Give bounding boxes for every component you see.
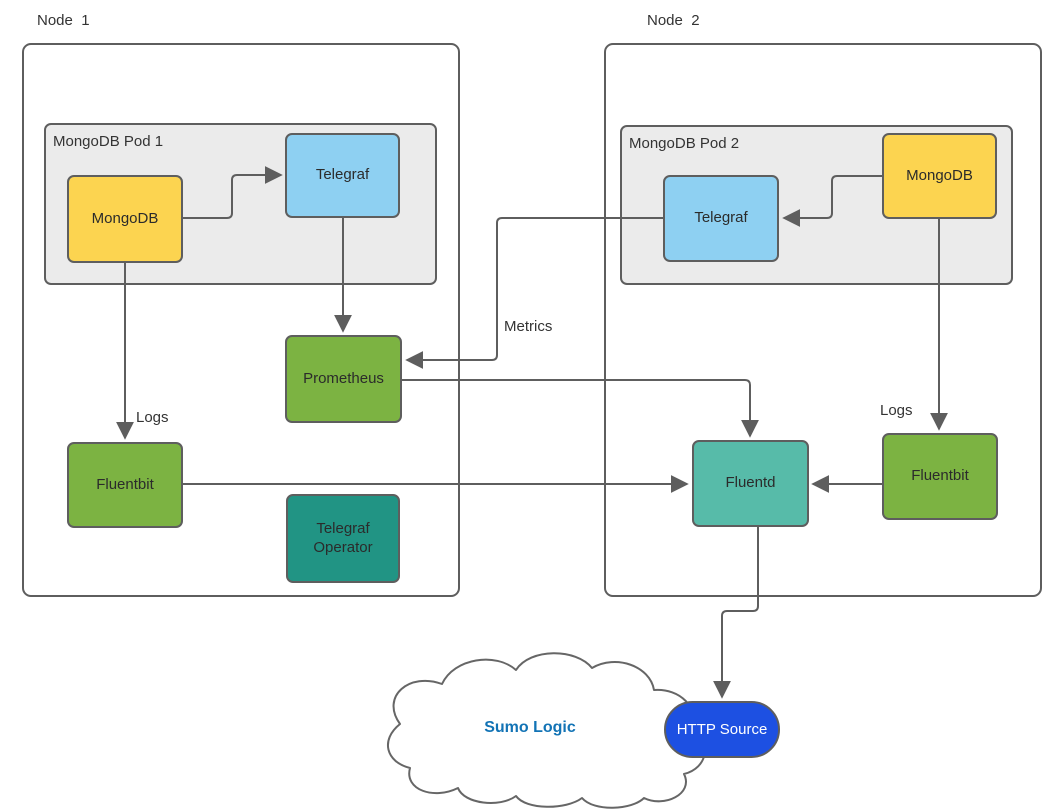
- metrics-edge-label: Metrics: [504, 318, 553, 335]
- telegraf-operator-shape: Telegraf Operator: [286, 494, 400, 583]
- logs-edge-label-node1: Logs: [136, 409, 169, 426]
- fluentd-shape: Fluentd: [692, 440, 809, 527]
- http-source-shape: HTTP Source: [664, 701, 780, 758]
- node1-title: Node 1: [37, 12, 90, 29]
- mongodb-pod2-title: MongoDB Pod 2: [629, 135, 740, 152]
- sumo-logic-cloud-shape: [387, 652, 706, 809]
- mongodb-pod1-title: MongoDB Pod 1: [53, 133, 164, 150]
- mongodb2-shape: MongoDB: [882, 133, 997, 219]
- node2-title: Node 2: [647, 12, 700, 29]
- logs-edge-label-node2: Logs: [880, 402, 913, 419]
- telegraf2-shape: Telegraf: [663, 175, 779, 262]
- telegraf1-shape: Telegraf: [285, 133, 400, 218]
- sumo-logic-label: Sumo Logic: [484, 719, 576, 736]
- fluentbit1-shape: Fluentbit: [67, 442, 183, 528]
- mongodb1-shape: MongoDB: [67, 175, 183, 263]
- prometheus-shape: Prometheus: [285, 335, 402, 423]
- fluentbit2-shape: Fluentbit: [882, 433, 998, 520]
